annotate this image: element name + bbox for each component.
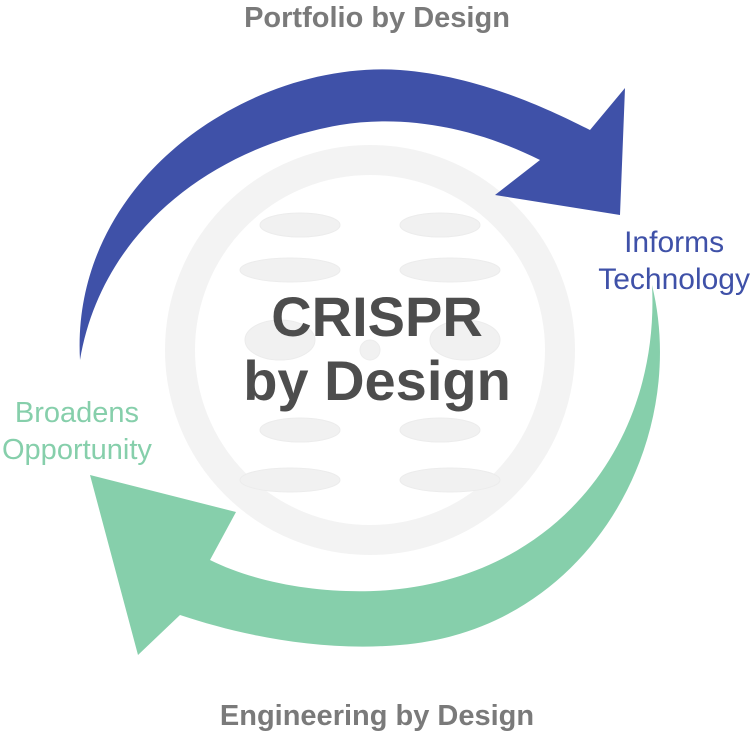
informs-text: Informs (624, 226, 725, 259)
broadens-opportunity-label: Broadens Opportunity (2, 395, 152, 469)
technology-text: Technology (598, 263, 750, 296)
center-title-line1: CRISPR (271, 285, 483, 348)
center-title-line2: by Design (243, 349, 511, 412)
dna-watermark-icon (165, 145, 575, 555)
engineering-label: Engineering by Design (219, 700, 535, 732)
broadens-text: Broadens (14, 397, 140, 429)
opportunity-text: Opportunity (2, 434, 152, 466)
cycle-arrow-blue-icon (79, 69, 626, 360)
center-title: CRISPR by Design (0, 285, 754, 413)
portfolio-label: Portfolio by Design (244, 2, 510, 34)
informs-technology-label: Informs Technology (598, 224, 750, 298)
cycle-arrow-green-icon (90, 285, 660, 655)
